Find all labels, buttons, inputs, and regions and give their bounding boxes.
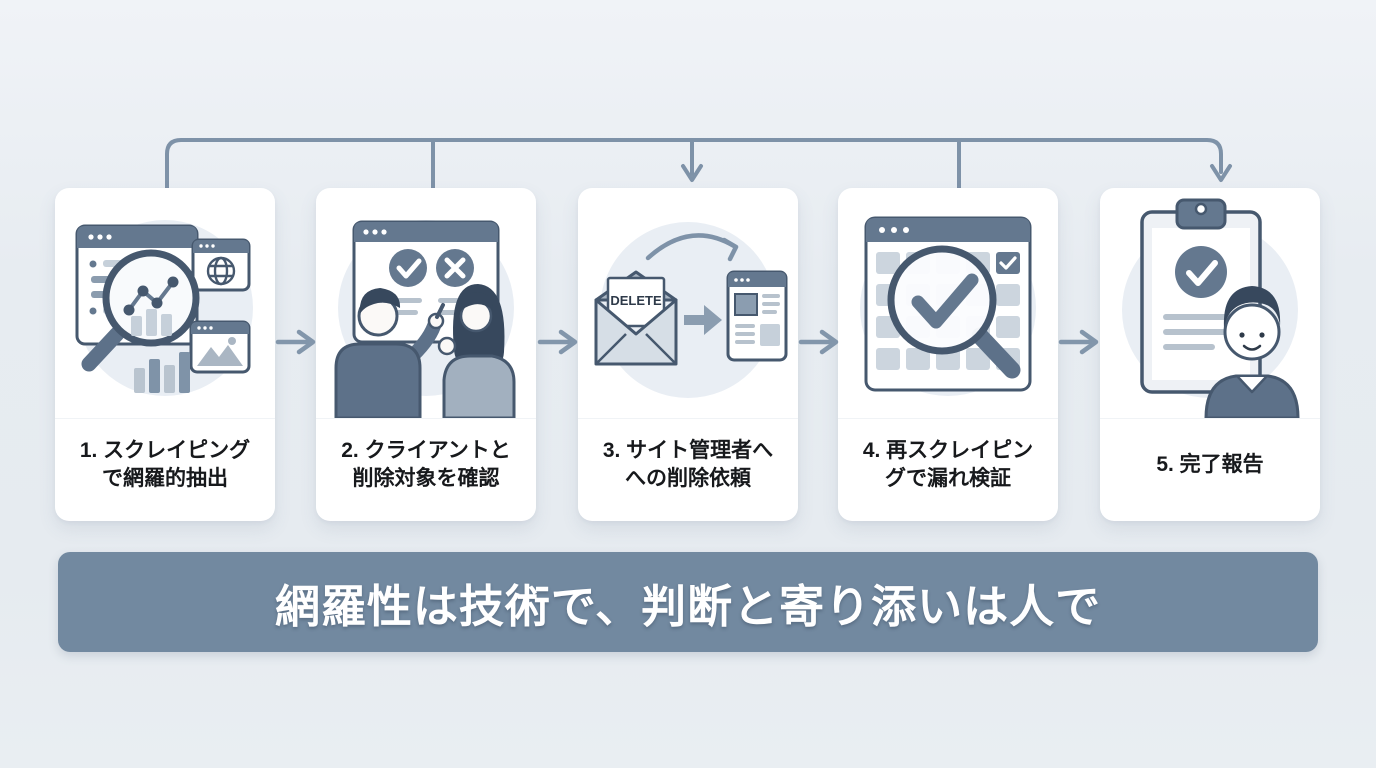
curved-arrow-icon bbox=[645, 233, 739, 262]
check-circle-icon bbox=[389, 249, 427, 287]
step4-label-line1: 4. 再スクレイピン bbox=[862, 438, 1034, 462]
man-figure bbox=[334, 288, 445, 418]
step3-illustration: DELETE bbox=[578, 188, 798, 419]
flow-connector-lines bbox=[165, 138, 1232, 192]
step2-illustration bbox=[316, 188, 536, 419]
step3-label: 3. サイト管理者へ への削除依頼 bbox=[578, 419, 798, 521]
client-review-illustration bbox=[334, 220, 516, 418]
step-arrow-2-3 bbox=[537, 329, 578, 355]
summary-banner: 網羅性は技術で、判断と寄り添いは人で bbox=[58, 552, 1318, 652]
line-chart-icon bbox=[123, 276, 179, 316]
step5-label: 5. 完了報告 bbox=[1100, 419, 1320, 521]
step-card-4: 4. 再スクレイピン グで漏れ検証 bbox=[838, 188, 1058, 521]
step-arrow-4-5 bbox=[1058, 329, 1099, 355]
step1-label-line2: で網羅的抽出 bbox=[102, 467, 228, 490]
delete-envelope-label: DELETE bbox=[610, 293, 662, 308]
right-arrow-icon bbox=[684, 305, 722, 335]
step2-label: 2. クライアントと 削除対象を確認 bbox=[316, 419, 536, 521]
step-card-3: DELETE 3. サイト管理者へ bbox=[578, 188, 798, 521]
step4-label: 4. 再スクレイピン グで漏れ検証 bbox=[838, 419, 1058, 521]
step4-illustration bbox=[838, 188, 1058, 419]
step1-label: 1. スクレイピング で網羅的抽出 bbox=[55, 419, 275, 521]
x-circle-icon bbox=[436, 249, 474, 287]
delete-envelope-icon: DELETE bbox=[594, 270, 678, 366]
arrowhead-step5 bbox=[1210, 164, 1232, 182]
big-check-icon bbox=[911, 273, 979, 329]
completion-report-illustration bbox=[1122, 198, 1300, 418]
woman-figure bbox=[437, 284, 516, 418]
step1-label-line1: 1. スクレイピング bbox=[79, 438, 251, 462]
step2-label-line1: 2. クライアントと bbox=[341, 438, 511, 462]
report-check-circle-icon bbox=[1175, 246, 1227, 298]
step3-label-line1: 3. サイト管理者へ bbox=[602, 438, 774, 462]
step-card-1: 1. スクレイピング で網羅的抽出 bbox=[55, 188, 275, 521]
step5-label-line1: 5. 完了報告 bbox=[1156, 452, 1264, 476]
globe-icon bbox=[206, 256, 236, 286]
sun-icon bbox=[228, 337, 236, 345]
step-card-5: 5. 完了報告 bbox=[1100, 188, 1320, 521]
step-arrow-1-2 bbox=[275, 329, 316, 355]
step5-illustration bbox=[1100, 188, 1320, 419]
arrowhead-step3 bbox=[681, 164, 703, 182]
step4-label-line2: グで漏れ検証 bbox=[885, 467, 1011, 490]
step-arrow-3-4 bbox=[798, 329, 839, 355]
step1-illustration bbox=[55, 188, 275, 419]
summary-banner-text: 網羅性は技術で、判断と寄り添いは人で bbox=[274, 580, 1102, 632]
scraping-magnifier-illustration bbox=[75, 220, 253, 396]
checked-cell-icon bbox=[996, 252, 1020, 274]
step-card-2: 2. クライアントと 削除対象を確認 bbox=[316, 188, 536, 521]
delete-request-illustration: DELETE bbox=[594, 222, 788, 398]
person-figure bbox=[1204, 286, 1300, 418]
rescrape-verify-illustration bbox=[860, 216, 1036, 396]
mountains-icon bbox=[197, 345, 243, 366]
step2-label-line2: 削除対象を確認 bbox=[352, 467, 500, 490]
step3-label-line2: への削除依頼 bbox=[625, 467, 751, 490]
